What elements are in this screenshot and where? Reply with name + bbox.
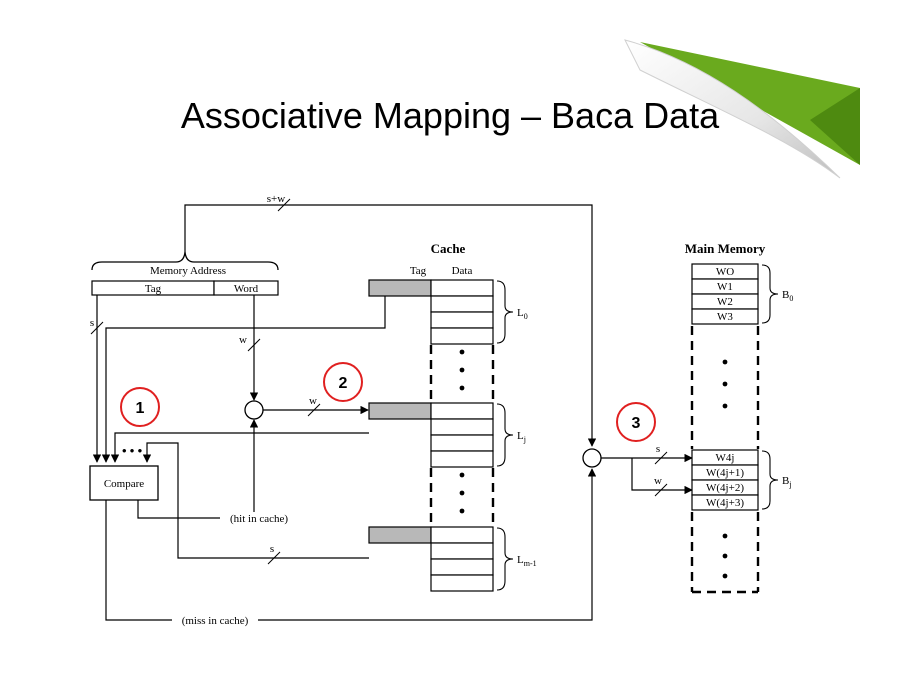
memory-mux (582, 448, 602, 468)
cache-data-lj (430, 402, 494, 468)
word-field-label: Word (234, 283, 259, 295)
tag-lm1-to-compare: s (142, 442, 369, 565)
word-field (213, 280, 279, 296)
cache-tag-lj (368, 402, 432, 420)
miss-in-cache-label: (miss in cache) (182, 615, 249, 627)
page-curl-decoration (624, 39, 860, 179)
memory-address-label: Memory Address (150, 265, 226, 277)
word-bus: w (239, 295, 261, 401)
tag-bus: s (90, 295, 104, 463)
cache-title: Cache (431, 241, 466, 256)
memory-word-w4j3: W(4j+3) (706, 497, 744, 509)
mux-to-cache-bus: w (263, 395, 369, 417)
s-plus-w-label: s+w (267, 193, 285, 205)
cache-line-label-lj: Lj (517, 430, 526, 444)
compare-input-dots: • • • (122, 443, 143, 458)
cache-mux (244, 400, 264, 420)
cache-tag-lm1 (368, 526, 432, 544)
cache: Cache Tag Data L0 (368, 241, 537, 592)
cache-line-label-lm1: Lm-1 (517, 554, 537, 568)
block-label-bj: Bj (782, 475, 792, 489)
word-bus-w-label: w (239, 334, 247, 346)
slide-title: Associative Mapping – Baca Data (180, 95, 720, 136)
s-plus-w-bus: s+w (184, 193, 597, 447)
memory-w-label: w (654, 475, 662, 487)
mux-to-memory-bus: s w (601, 443, 693, 497)
miss-line: (miss in cache) (105, 468, 597, 627)
main-memory: Main Memory WO W1 W2 W3 B0 W4j W(4j+1) W… (685, 241, 793, 594)
memory-word-w0: WO (716, 266, 734, 278)
compare-label: Compare (104, 478, 144, 490)
hit-line: (hit in cache) (137, 419, 298, 525)
tag-bus-s-label: s (90, 317, 94, 329)
memory-word-w3: W3 (717, 311, 733, 323)
memory-word-w4j: W4j (716, 452, 735, 464)
cache-tag-header: Tag (410, 265, 427, 277)
tag-l0-to-compare (101, 296, 386, 463)
tag-field-label: Tag (145, 283, 162, 295)
main-memory-title: Main Memory (685, 241, 766, 256)
mux-w-label: w (309, 395, 317, 407)
memory-word-w2: W2 (717, 296, 733, 308)
cache-data-l0 (430, 279, 494, 345)
cache-tag-l0 (368, 279, 432, 297)
cache-data-lm1 (430, 526, 494, 592)
svg-text:1: 1 (136, 400, 145, 417)
block-label-b0: B0 (782, 289, 793, 303)
step-badge-3: 3 (616, 402, 656, 442)
memory-word-w4j2: W(4j+2) (706, 482, 744, 494)
memory-s-label: s (656, 443, 660, 455)
compare-box (89, 465, 159, 501)
memory-address: Memory Address Tag Word (91, 251, 279, 296)
tag-lj-to-compare (110, 432, 369, 463)
hit-in-cache-label: (hit in cache) (230, 513, 288, 525)
svg-text:2: 2 (339, 375, 348, 392)
memory-word-w1: W1 (717, 281, 733, 293)
cache-data-header: Data (452, 265, 473, 277)
svg-text:3: 3 (632, 415, 641, 432)
memory-word-w4j1: W(4j+1) (706, 467, 744, 479)
step-badge-2: 2 (323, 362, 363, 402)
cache-line-label-l0: L0 (517, 307, 528, 321)
step-badge-1: 1 (120, 387, 160, 427)
lm1-s-label: s (270, 543, 274, 555)
